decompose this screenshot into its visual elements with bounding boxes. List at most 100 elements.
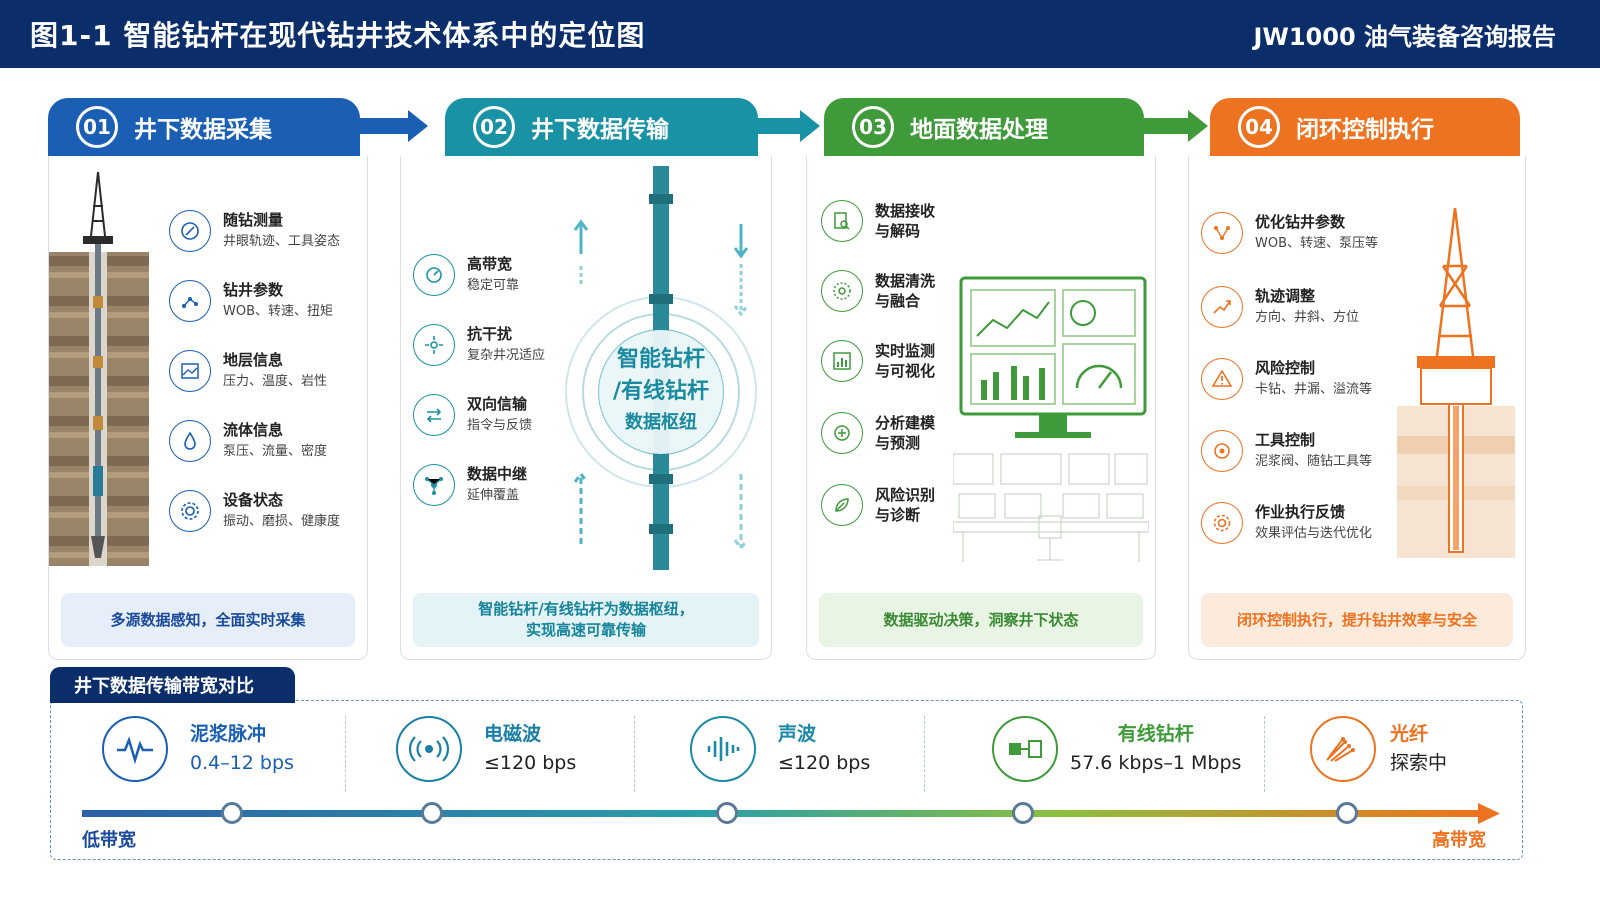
compass-icon: [169, 210, 211, 252]
low-bandwidth-label: 低带宽: [82, 830, 136, 851]
flow-arrow-icon: [360, 110, 428, 142]
hub-title: 智能钻杆: [616, 347, 705, 372]
scale-marker: [1012, 802, 1034, 824]
flow-arrow-icon: [1140, 110, 1208, 142]
item-title: 高带宽: [467, 255, 513, 273]
item-subtitle: 压力、温度、岩性: [223, 374, 328, 389]
method-name: 有线钻杆: [1117, 723, 1194, 745]
stage-summary: 闭环控制执行，提升钻井效率与安全: [1201, 593, 1513, 647]
divider: [345, 716, 346, 792]
drilling-rig-illustration: [1397, 207, 1515, 558]
list-item: 数据接收与解码: [821, 200, 935, 242]
fiber-optic-icon: [1310, 716, 1376, 782]
item-subtitle: 与预测: [875, 434, 921, 452]
divider: [924, 716, 925, 792]
stage-number: 03: [852, 106, 894, 148]
divider: [634, 716, 635, 792]
list-item: 分析建模与预测: [821, 412, 935, 454]
scale-marker: [1336, 802, 1358, 824]
title-bar: 图1-1 智能钻杆在现代钻井技术体系中的定位图 JW1000 油气装备咨询报告: [0, 0, 1600, 68]
list-item: 地层信息压力、温度、岩性: [169, 350, 327, 392]
list-item: 工具控制泥浆阀、随钻工具等: [1201, 430, 1372, 472]
item-subtitle: 与解码: [875, 222, 921, 240]
flow-arrow-icon: [752, 110, 820, 142]
list-item: 风险控制卡钻、井漏、溢流等: [1201, 358, 1372, 400]
item-title: 地层信息: [223, 351, 284, 369]
gear-icon: [169, 490, 211, 532]
item-title: 轨迹调整: [1255, 287, 1316, 305]
item-subtitle: 复杂井况适应: [467, 348, 546, 363]
stage-body-3: 数据接收与解码 数据清洗与融合 实时监测与可视化 分析建模与预测 风险识别与诊断…: [806, 156, 1156, 660]
pulse-wave-icon: [102, 716, 168, 782]
stage-header-2: 02 井下数据传输: [445, 98, 758, 156]
bandwidth-panel: [50, 700, 1523, 860]
stage-title: 地面数据处理: [910, 117, 1048, 143]
list-item: 实时监测与可视化: [821, 340, 935, 382]
item-title: 抗干扰: [467, 325, 513, 343]
item-subtitle: 延伸覆盖: [467, 488, 520, 503]
bar-chart-icon: [821, 340, 863, 382]
item-subtitle: 与可视化: [875, 362, 936, 380]
stage-title: 井下数据采集: [134, 117, 272, 143]
item-title: 优化钻井参数: [1255, 213, 1346, 231]
hub-label: 智能钻杆 /有线钻杆 数据枢纽: [601, 344, 721, 438]
well-cross-section-illustration: [49, 171, 149, 566]
list-item: 数据中继延伸覆盖: [413, 464, 527, 506]
monitoring-screen-illustration: [953, 276, 1149, 562]
list-item: 作业执行反馈效果评估与迭代优化: [1201, 502, 1372, 544]
wired-pipe-icon: [992, 716, 1058, 782]
bandwidth-method-2: 电磁波 ≤120 bps: [396, 716, 576, 782]
document-search-icon: [821, 200, 863, 242]
method-value: ≤120 bps: [778, 752, 871, 774]
two-way-arrows-icon: [413, 394, 455, 436]
item-title: 数据清洗: [875, 272, 936, 290]
bandwidth-scale-arrow: [82, 803, 1500, 824]
scale-marker: [221, 802, 243, 824]
page-title: 图1-1 智能钻杆在现代钻井技术体系中的定位图: [30, 19, 646, 52]
warning-icon: [1201, 358, 1243, 400]
method-value: 0.4–12 bps: [190, 752, 294, 774]
stage-number: 04: [1238, 106, 1280, 148]
scale-marker: [421, 802, 443, 824]
item-title: 风险控制: [1255, 359, 1316, 377]
stage-header-3: 03 地面数据处理: [824, 98, 1144, 156]
method-name: 声波: [778, 723, 817, 745]
item-title: 随钻测量: [223, 211, 284, 229]
hub-subtitle: /有线钻杆: [612, 379, 710, 404]
item-subtitle: 井眼轨迹、工具姿态: [223, 234, 341, 249]
list-item: 数据清洗与融合: [821, 270, 935, 312]
divider: [1264, 716, 1265, 792]
item-subtitle: 指令与反馈: [467, 418, 533, 433]
item-subtitle: WOB、转速、扭矩: [223, 304, 334, 319]
method-name: 光纤: [1390, 723, 1429, 745]
method-value: ≤120 bps: [484, 752, 577, 774]
list-item: 轨迹调整方向、井斜、方位: [1201, 286, 1359, 328]
item-title: 钻井参数: [223, 281, 284, 299]
stage-card-3: 03 地面数据处理 数据接收与解码: [806, 98, 1156, 660]
item-subtitle: 效果评估与迭代优化: [1255, 526, 1373, 541]
item-subtitle: 稳定可靠: [467, 278, 520, 293]
parameter-nodes-icon: [1201, 212, 1243, 254]
bandwidth-method-5: 光纤探索中: [1310, 716, 1447, 782]
item-subtitle: 振动、磨损、健康度: [223, 514, 341, 529]
radio-signal-icon: [396, 716, 462, 782]
stage-summary: 多源数据感知，全面实时采集: [61, 593, 355, 647]
feedback-gear-icon: [1201, 502, 1243, 544]
item-title: 流体信息: [223, 421, 284, 439]
drill-pipe-hub-illustration: [565, 166, 757, 570]
stage-number: 01: [76, 106, 118, 148]
stage-title: 闭环控制执行: [1296, 117, 1434, 143]
list-item: 设备状态振动、磨损、健康度: [169, 490, 340, 532]
item-subtitle: 泵压、流量、密度: [223, 444, 328, 459]
network-nodes-icon: [169, 280, 211, 322]
method-value: 探索中: [1390, 752, 1448, 774]
droplet-icon: [169, 420, 211, 462]
image-layers-icon: [169, 350, 211, 392]
stage-body-1: 随钻测量井眼轨迹、工具姿态 钻井参数 WOB、转速、扭矩 地层信息压力、温度、岩性…: [48, 156, 368, 660]
hub-caption: 数据枢纽: [625, 412, 697, 433]
stage-body-2: 智能钻杆 /有线钻杆 数据枢纽 高带宽稳定可靠 抗干扰复杂井况适应 双向信输指令…: [400, 156, 772, 660]
method-name: 电磁波: [484, 723, 542, 745]
